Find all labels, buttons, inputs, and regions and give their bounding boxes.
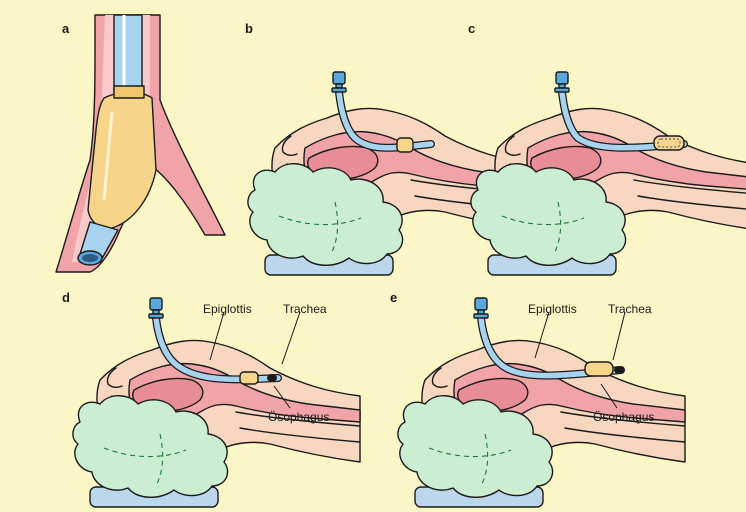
panel-label-e: e bbox=[390, 290, 397, 305]
panel-a-illustration bbox=[55, 14, 226, 273]
label-epiglottis-d: Epiglottis bbox=[203, 302, 252, 316]
panel-c: c bbox=[468, 21, 746, 276]
panel-label-d: d bbox=[62, 290, 70, 305]
label-esophagus-d: Ösophagus bbox=[268, 410, 329, 424]
panel-label-c: c bbox=[468, 21, 475, 36]
panel-label-a: a bbox=[62, 21, 70, 36]
label-esophagus-e: Ösophagus bbox=[593, 410, 654, 424]
panel-b: b bbox=[245, 21, 536, 276]
panel-b-illustration bbox=[247, 71, 536, 276]
panel-a: a bbox=[55, 14, 226, 273]
panel-label-b: b bbox=[245, 21, 253, 36]
panel-d-illustration bbox=[72, 297, 361, 508]
label-epiglottis-e: Epiglottis bbox=[528, 302, 577, 316]
label-trachea-e: Trachea bbox=[608, 302, 652, 316]
panel-e: e Epiglottis Trachea Ösophagus bbox=[390, 290, 686, 508]
panel-e-illustration bbox=[397, 297, 686, 508]
panel-c-illustration bbox=[470, 71, 746, 276]
panel-d: d Epiglottis Trachea Ösophagus bbox=[62, 290, 361, 508]
label-trachea-d: Trachea bbox=[283, 302, 327, 316]
